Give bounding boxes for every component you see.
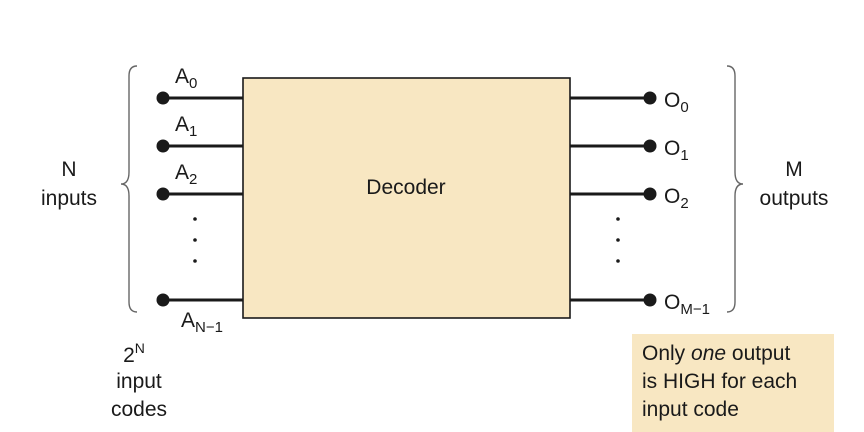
- note-emphasis: one: [691, 342, 727, 365]
- outputs-group-label-text: outputs: [760, 187, 829, 210]
- input-pin-1: [156, 139, 170, 153]
- output-ellipsis: [616, 217, 620, 263]
- output-pin-3: [643, 293, 657, 307]
- input-ellipsis: [193, 217, 197, 263]
- input-label-3: AN−1: [181, 309, 223, 336]
- input-codes-line2: input: [116, 370, 162, 393]
- input-codes-line3: codes: [111, 398, 167, 421]
- note-line-2: is HIGH for each: [642, 370, 798, 393]
- decoder-label: Decoder: [366, 176, 445, 199]
- inputs-brace: [120, 65, 138, 313]
- inputs-group-label-text: inputs: [41, 187, 97, 210]
- input-codes-count: 2N: [123, 340, 145, 367]
- note-box: Only one output is HIGH for each input c…: [632, 334, 834, 432]
- input-pin-2: [156, 187, 170, 201]
- note-line-3: input code: [642, 398, 739, 421]
- output-pin-2: [643, 187, 657, 201]
- decoder-block: [242, 77, 571, 319]
- note-line-1: Only one output: [642, 342, 791, 365]
- inputs-group-label-n: N: [61, 158, 76, 181]
- input-pin-0: [156, 91, 170, 105]
- input-pin-3: [156, 293, 170, 307]
- output-label-1: O1: [664, 137, 689, 164]
- output-pin-0: [643, 91, 657, 105]
- output-label-2: O2: [664, 185, 689, 212]
- input-label-1: A1: [175, 113, 197, 140]
- outputs-group-label-m: M: [785, 158, 803, 181]
- outputs-brace: [726, 65, 744, 313]
- input-label-0: A0: [175, 65, 197, 92]
- input-label-2: A2: [175, 161, 197, 188]
- output-label-0: O0: [664, 89, 689, 116]
- output-label-3: OM−1: [664, 291, 710, 318]
- output-pin-1: [643, 139, 657, 153]
